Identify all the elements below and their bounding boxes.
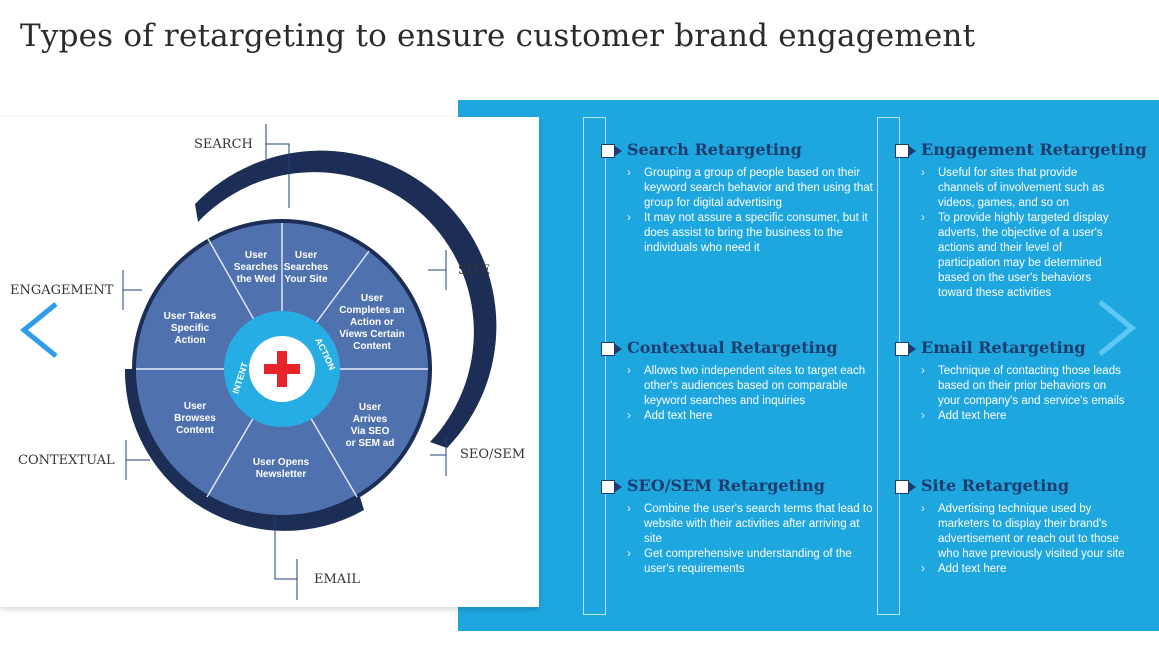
sector-opens-newsletter: User Opens Newsletter [241,457,321,481]
bullet-arrow-icon [895,342,916,356]
column-frame-left [583,117,606,615]
label-engagement: ENGAGEMENT [10,283,114,298]
plus-icon-h [264,364,300,374]
bullet-item: Combine the user's search terms that lea… [627,502,877,547]
outer-arc-right [195,150,497,448]
sector-text: User Browses Content [174,401,216,436]
block-site-retargeting: Site Retargeting Advertising technique u… [895,476,1126,577]
bullet-item: Get comprehensive understanding of the u… [627,547,877,577]
sector-arrives-seo: User Arrives Via SEO or SEM ad [330,402,410,450]
sector-text: User Takes Specific Action [163,311,217,346]
bullet-list: Technique of contacting those leads base… [921,364,1126,424]
retargeting-wheel-diagram [122,124,497,600]
bullet-item: Add text here [921,562,1126,577]
bullet-arrow-icon [601,480,622,494]
bullet-list: Advertising technique used by marketers … [921,502,1126,577]
bullet-arrow-icon [895,144,916,158]
sector-browses-content: User Browses Content [155,401,235,437]
label-contextual: CONTEXTUAL [18,453,115,468]
bullet-list: Grouping a group of people based on thei… [627,166,877,256]
sector-text: User Searches the Wed [233,250,279,285]
block-seo-sem-retargeting: SEO/SEM Retargeting Combine the user's s… [601,476,877,577]
block-contextual-retargeting: Contextual Retargeting Allows two indepe… [601,338,877,424]
block-title: Site Retargeting [921,476,1070,495]
page-title: Types of retargeting to ensure customer … [20,18,976,54]
sector-text: User Searches Your Site [283,250,329,285]
sector-text: User Completes an Action or Views Certai… [339,293,405,352]
block-title: Email Retargeting [921,338,1086,357]
block-title: Search Retargeting [627,140,802,159]
block-search-retargeting: Search Retargeting Grouping a group of p… [601,140,877,256]
sector-searches-web: User Searches the Wed [216,250,296,286]
bullet-arrow-icon [601,144,622,158]
block-head: Email Retargeting [895,338,1126,360]
bullet-arrow-icon [601,342,622,356]
bullet-list: Combine the user's search terms that lea… [627,502,877,577]
outer-arc-left [124,369,364,531]
block-title: SEO/SEM Retargeting [627,476,825,495]
block-head: Engagement Retargeting [895,140,1147,162]
bullet-item: Allows two independent sites to target e… [627,364,877,409]
bullet-arrow-icon [895,480,916,494]
bullet-list: Useful for sites that provide channels o… [921,166,1126,301]
bullet-item: Technique of contacting those leads base… [921,364,1126,409]
bullet-item: It may not assure a specific consumer, b… [627,211,877,256]
label-site: SITE [458,263,491,278]
block-engagement-retargeting: Engagement Retargeting Useful for sites … [895,140,1147,301]
block-email-retargeting: Email Retargeting Technique of contactin… [895,338,1126,424]
connectors [122,124,447,600]
sector-completes-action: User Completes an Action or Views Certai… [332,293,412,353]
bullet-item: To provide highly targeted display adver… [921,211,1126,301]
block-title: Engagement Retargeting [921,140,1147,159]
sector-text: User Opens Newsletter [252,457,310,480]
block-head: Site Retargeting [895,476,1126,498]
block-head: Search Retargeting [601,140,877,162]
block-head: Contextual Retargeting [601,338,877,360]
chevron-left-icon[interactable] [18,300,62,360]
column-frame-right [877,117,900,615]
bullet-item: Advertising technique used by marketers … [921,502,1126,562]
bullet-item: Grouping a group of people based on thei… [627,166,877,211]
block-title: Contextual Retargeting [627,338,838,357]
bullet-item: Add text here [627,409,877,424]
label-search: SEARCH [194,137,253,152]
sector-text: User Arrives Via SEO or SEM ad [345,402,395,449]
label-email: EMAIL [314,572,360,587]
sector-takes-action: User Takes Specific Action [150,311,230,347]
bullet-list: Allows two independent sites to target e… [627,364,877,424]
bullet-item: Useful for sites that provide channels o… [921,166,1126,211]
bullet-item: Add text here [921,409,1126,424]
label-seo-sem: SEO/SEM [460,447,526,462]
chevron-right-icon[interactable] [1094,298,1138,358]
block-head: SEO/SEM Retargeting [601,476,877,498]
sector-searches-site: User Searches Your Site [266,250,346,286]
